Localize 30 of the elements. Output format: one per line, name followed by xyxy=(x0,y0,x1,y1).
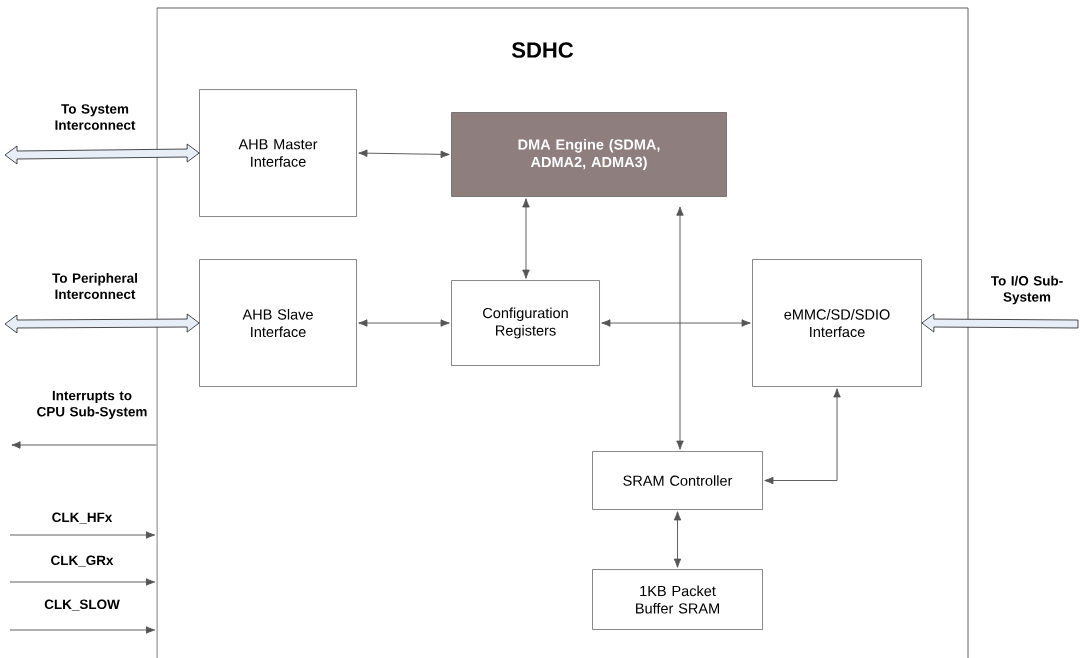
block-box: 1KB Packet Buffer SRAM xyxy=(592,569,763,630)
arrow xyxy=(673,511,682,568)
edge-label: To System Interconnect xyxy=(55,104,136,130)
signal-arrow xyxy=(9,531,156,539)
arrow xyxy=(358,149,450,159)
arrow xyxy=(522,198,530,279)
edge-label: To Peripheral Interconnect xyxy=(52,273,137,300)
block-title: SDHC xyxy=(511,42,574,58)
signal-arrow xyxy=(9,626,156,634)
block-box: AHB Slave Interface xyxy=(199,259,357,387)
arrow xyxy=(676,206,684,450)
block-box: Configuration Registers xyxy=(451,280,600,366)
edge-label: To I/O Sub-System xyxy=(991,275,1063,305)
arrow xyxy=(358,319,450,327)
edge-label: CLK_GRx xyxy=(51,555,114,567)
block-frame xyxy=(156,7,969,658)
signal-arrow xyxy=(9,578,156,586)
signal-arrow xyxy=(11,441,157,449)
block-box: eMMC/SD/SDIO Interface xyxy=(752,259,922,387)
bus-arrow xyxy=(4,313,200,334)
bus-arrow xyxy=(921,313,1079,333)
arrow xyxy=(601,319,751,327)
edge-label: CLK_HFx xyxy=(52,512,113,524)
arrow xyxy=(764,388,841,485)
edge-label: Interrupts to CPU Sub-System xyxy=(37,390,147,420)
block-box: SRAM Controller xyxy=(592,451,763,510)
block-box: AHB Master Interface xyxy=(199,89,357,217)
engine-box: DMA Engine (SDMA, ADMA2, ADMA3) xyxy=(451,112,727,197)
edge-label: CLK_SLOW xyxy=(44,599,120,611)
bus-arrow xyxy=(4,143,200,165)
